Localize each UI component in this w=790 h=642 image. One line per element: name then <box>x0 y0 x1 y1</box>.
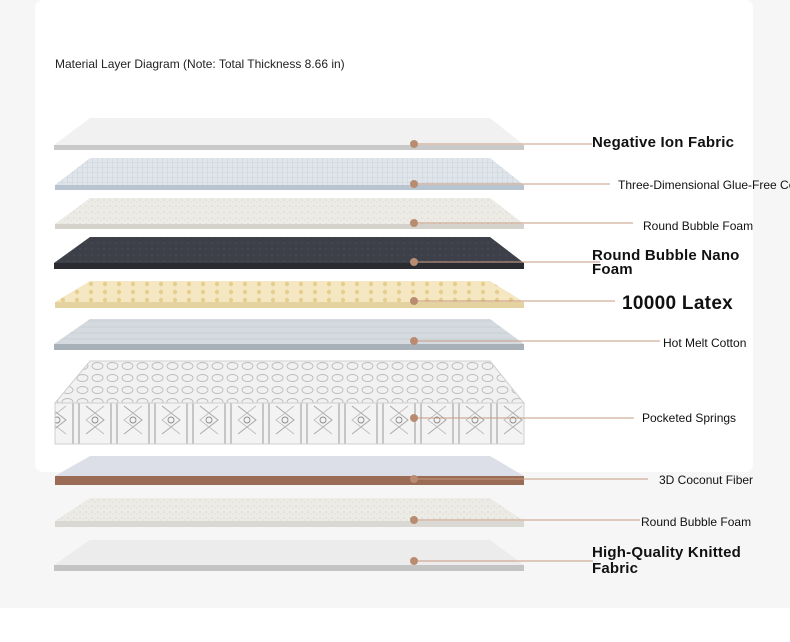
label-hot-melt-cotton: Hot Melt Cotton <box>663 336 747 350</box>
label-knitted-fabric: High-Quality Knitted Fabric <box>592 544 741 577</box>
label-round-bubble-nano-foam: Round Bubble Nano Foam <box>592 247 740 278</box>
label-round-bubble-foam-upper: Round Bubble Foam <box>643 219 754 233</box>
layer-negative-ion-fabric <box>54 118 524 150</box>
layer-round-bubble-foam-upper <box>55 198 524 229</box>
layer-pocketed-springs <box>53 360 526 445</box>
page-footer-strip <box>0 608 790 642</box>
layer-knitted-fabric <box>54 540 524 571</box>
leader-lines <box>414 143 660 562</box>
layer-latex <box>55 281 524 308</box>
layer-hot-melt-cotton <box>54 319 524 350</box>
label-latex: 10000 Latex <box>622 293 734 314</box>
label-round-bubble-foam-lower: Round Bubble Foam <box>641 515 752 529</box>
layer-3d-glue-free-cotton <box>55 158 524 190</box>
layer-3d-coconut-fiber <box>55 456 524 485</box>
label-3d-coconut-fiber: 3D Coconut Fiber <box>659 473 754 487</box>
label-3d-glue-free-cotton: Three-Dimensional Glue-Free Cotton <box>618 178 790 192</box>
layer-round-bubble-foam-lower <box>55 498 524 527</box>
label-pocketed-springs: Pocketed Springs <box>642 411 737 425</box>
layer-round-bubble-nano-foam <box>54 237 524 269</box>
diagram-title: Material Layer Diagram (Note: Total Thic… <box>55 57 345 71</box>
label-negative-ion-fabric: Negative Ion Fabric <box>592 134 735 151</box>
layer-markers <box>410 140 418 565</box>
